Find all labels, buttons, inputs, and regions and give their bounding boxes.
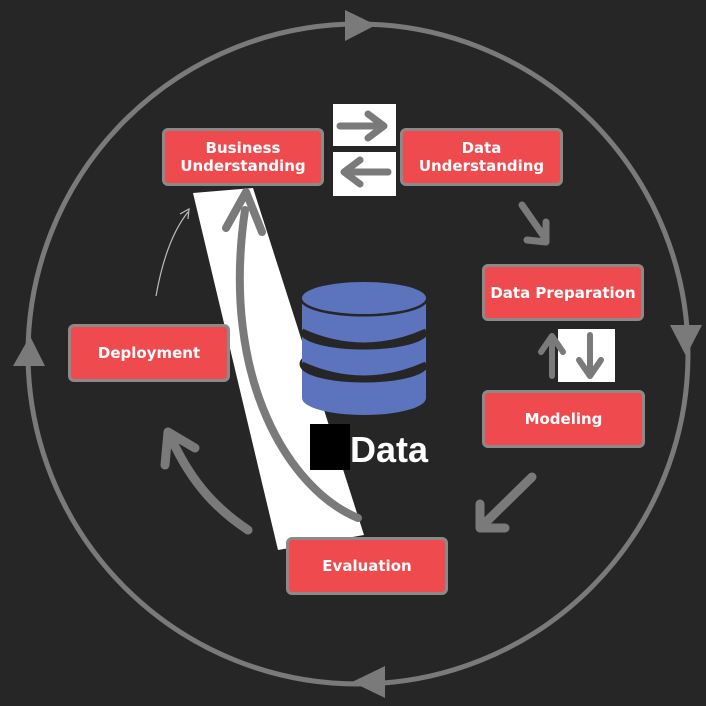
arrow-right-icon bbox=[336, 110, 388, 142]
step-modeling: Modeling bbox=[482, 390, 645, 448]
understanding-to-preparation-arrow bbox=[518, 201, 550, 246]
step-business-understanding: Business Understanding bbox=[162, 128, 324, 186]
ring-arrow-left bbox=[13, 336, 45, 366]
ring-arrow-right bbox=[670, 325, 702, 356]
arrow-left-icon bbox=[340, 156, 392, 188]
ring-arrow-top bbox=[345, 10, 376, 41]
step-data-preparation: Data Preparation bbox=[482, 264, 644, 321]
step-deployment: Deployment bbox=[68, 324, 230, 382]
deploy-thin-arrow-head bbox=[179, 207, 190, 220]
data-label-block bbox=[310, 424, 350, 470]
arrow-up-icon bbox=[538, 333, 566, 379]
modeling-to-evaluation-arrow bbox=[475, 472, 537, 533]
step-data-understanding: Data Understanding bbox=[400, 128, 563, 186]
ring-arrow-bottom bbox=[352, 666, 385, 698]
feedback-arrow bbox=[235, 206, 362, 522]
deploy-thin-arrow bbox=[155, 211, 189, 297]
step-evaluation: Evaluation bbox=[286, 537, 448, 595]
arrow-down-icon bbox=[576, 332, 604, 379]
data-label: Data bbox=[350, 429, 429, 470]
database-icon bbox=[299, 279, 429, 415]
evaluation-to-deployment-arrow bbox=[160, 427, 253, 535]
feedback-arrow-head bbox=[222, 188, 266, 236]
